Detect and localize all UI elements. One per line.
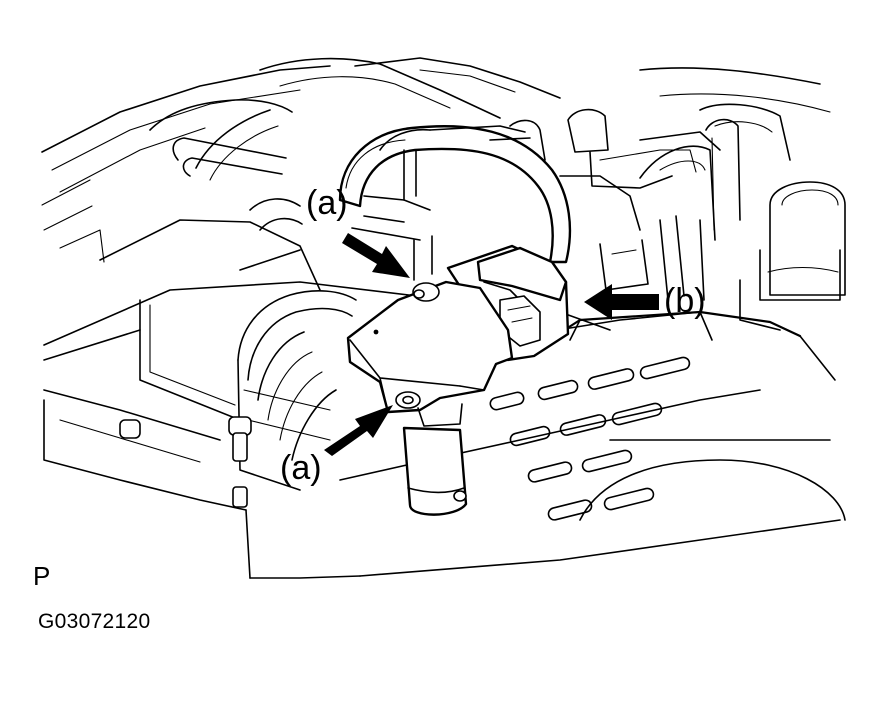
arrow-a-bottom [324,405,393,456]
callout-label-a-top: (a) [306,184,348,222]
intake-hose [119,290,357,508]
view-code: P [33,561,51,591]
right-components [599,118,846,331]
engine-cover [43,219,846,579]
pcv-hose [338,125,572,264]
vacuum-lines [172,119,546,281]
air-cleaner-slots [489,356,691,521]
arrow-b [584,284,659,320]
callout-label-b: (b) [664,282,706,320]
arrow-a-top [342,233,410,278]
callouts: (a) (a) (b) [280,184,706,487]
figure-id: G03072120 [38,610,151,633]
callout-label-a-bottom: (a) [280,449,322,487]
engine-background [41,57,831,263]
mass-air-flow-meter [346,244,570,516]
